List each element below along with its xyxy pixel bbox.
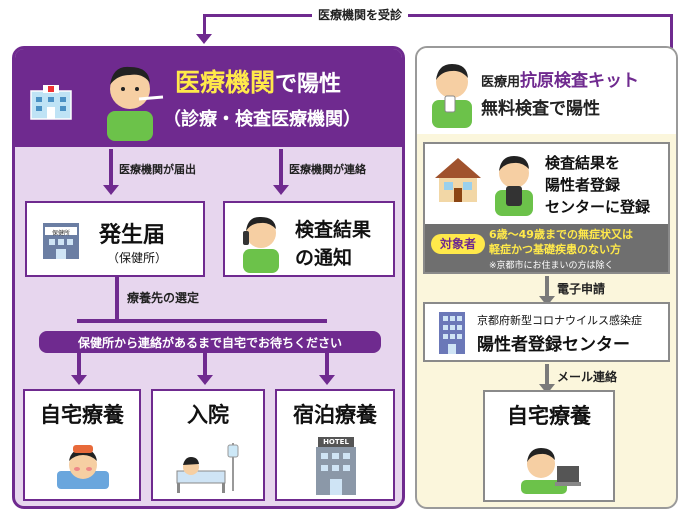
health-center-icon: 保健所 <box>41 219 81 261</box>
antigen-test-panel: 医療用抗原検査キット 無料検査で陽性 検査結果を 陽性者登録 センターに登録 <box>415 46 678 509</box>
outcome-right-home-box: 自宅療養 <box>483 390 615 502</box>
antigen-header: 医療用抗原検査キット 無料検査で陽性 <box>417 48 676 134</box>
target-section: 対象者 6歳～49歳までの無症状又は 軽症かつ基礎疾患のない方 ※京都市にお住ま… <box>425 224 668 272</box>
outcome-home-label: 自宅療養 <box>40 403 124 427</box>
health-center-sign: 保健所 <box>51 230 70 237</box>
hospital-subtitle: （診療・検査医療機関） <box>163 109 361 130</box>
antigen-title-line2: 無料検査で陽性 <box>481 99 600 119</box>
label-contact: 医療機関が連絡 <box>289 163 366 176</box>
target-line1: 6歳～49歳までの無症状又は <box>489 228 633 241</box>
antigen-title-pre: 医療用 <box>481 75 521 90</box>
top-arrow-label: 医療機関を受診 <box>312 6 409 23</box>
antigen-title-strong: 抗原検査キット <box>520 71 640 91</box>
outcome-hospital-label: 入院 <box>187 403 229 427</box>
center-line2: 陽性者登録センター <box>477 335 630 355</box>
arrow-mail <box>539 364 555 394</box>
phone-user-icon <box>491 150 537 216</box>
notice-box: 保健所 発生届 （保健所） <box>25 201 205 277</box>
hospital-title-rest: で陽性 <box>275 72 342 97</box>
register-line2: 陽性者登録 <box>545 176 621 194</box>
person-test-kit-icon <box>427 56 477 128</box>
outcome-hotel-label: 宿泊療養 <box>293 403 377 427</box>
antigen-title-line1: 医療用抗原検査キット <box>481 66 639 91</box>
hospital-header: 医療機関で陽性 （診療・検査医療機関） <box>15 49 402 147</box>
registration-center-box: 京都府新型コロナウイルス感染症 陽性者登録センター <box>423 302 670 362</box>
notice-title: 発生届 <box>99 223 166 248</box>
arrow-home <box>71 353 87 385</box>
outcome-home-box: 自宅療養 <box>23 389 141 501</box>
result-box: 検査結果 の通知 <box>223 201 395 277</box>
phone-person-icon <box>239 211 283 273</box>
hospital-icon <box>29 81 73 121</box>
register-line1: 検査結果を <box>545 154 621 172</box>
register-box: 検査結果を 陽性者登録 センターに登録 対象者 6歳～49歳までの無症状又は 軽… <box>423 142 670 274</box>
arrow-hospital <box>197 353 213 385</box>
hospital-title-strong: 医療機関 <box>175 68 276 97</box>
outcome-hospital-box: 入院 <box>151 389 265 501</box>
arrow-apply <box>539 276 555 306</box>
hotel-icon: HOTEL <box>313 437 359 497</box>
arrow-hotel <box>319 353 335 385</box>
branch-line <box>77 319 327 323</box>
notice-sub: （保健所） <box>107 251 168 265</box>
outcome-right-home-label: 自宅療養 <box>507 404 591 428</box>
hospital-title: 医療機関で陽性 <box>175 63 341 99</box>
label-apply: 電子申請 <box>557 282 606 296</box>
target-note: ※京都市にお住まいの方は除く <box>489 261 614 271</box>
label-select: 療養先の選定 <box>127 291 200 305</box>
outcome-hotel-box: 宿泊療養 HOTEL <box>275 389 395 501</box>
result-line1: 検査結果 <box>295 219 372 241</box>
target-badge: 対象者 <box>431 234 485 254</box>
hotel-sign: HOTEL <box>323 438 349 446</box>
center-line1: 京都府新型コロナウイルス感染症 <box>477 314 642 327</box>
target-line2: 軽症かつ基礎疾患のない方 <box>489 243 621 256</box>
office-building-icon <box>435 310 469 356</box>
hospital-bed-icon <box>173 441 245 495</box>
selection-line <box>115 277 119 321</box>
label-report: 医療機関が届出 <box>119 163 196 176</box>
register-line3: センターに登録 <box>545 198 651 216</box>
arrow-report <box>103 149 119 195</box>
wait-at-home-pill: 保健所から連絡があるまで自宅でお待ちください <box>39 331 381 353</box>
top-connector <box>196 14 673 48</box>
arrow-contact <box>273 149 289 195</box>
hospital-positive-panel: 医療機関で陽性 （診療・検査医療機関） 医療機関が届出 医療機関が連絡 保健所 … <box>12 46 405 509</box>
result-line2: の通知 <box>295 247 353 269</box>
person-swab-icon <box>99 59 165 141</box>
remote-work-icon <box>519 440 583 496</box>
sick-in-bed-icon <box>55 441 111 495</box>
label-mail: メール連絡 <box>557 370 618 384</box>
house-icon <box>433 156 483 204</box>
